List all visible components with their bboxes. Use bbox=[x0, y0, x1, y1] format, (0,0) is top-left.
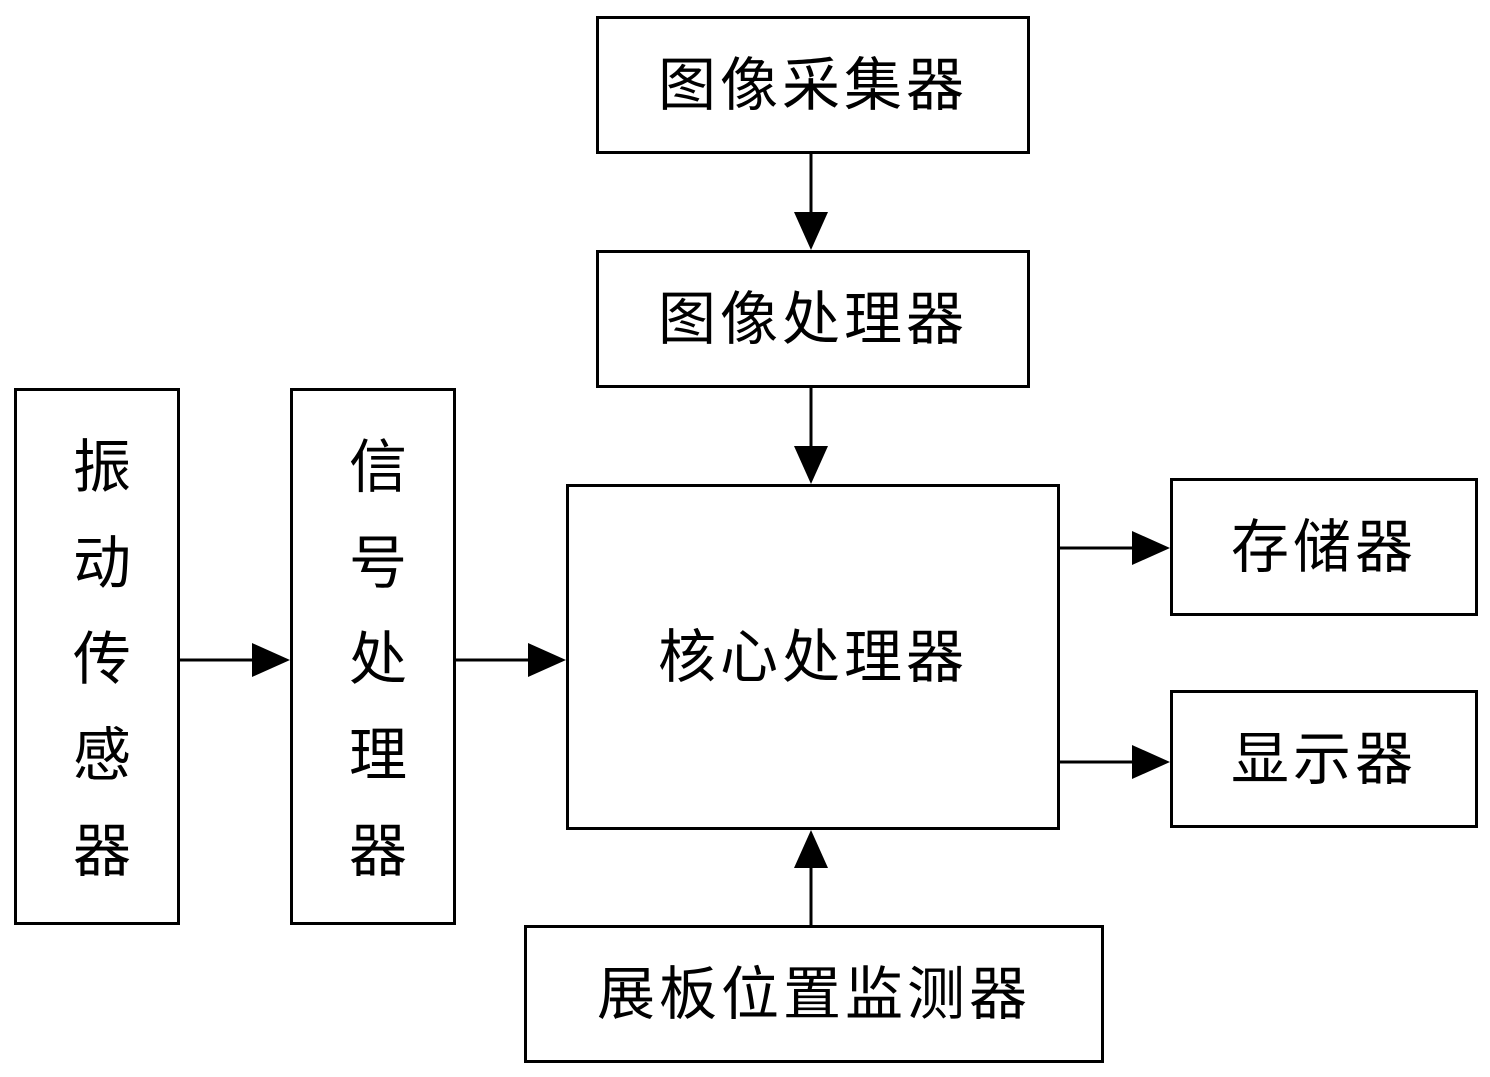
image-processor-box: 图像处理器 bbox=[596, 250, 1030, 388]
image-collector-box: 图像采集器 bbox=[596, 16, 1030, 154]
arrow-collector-to-image-processor bbox=[794, 154, 828, 250]
vibration-sensor-label: 振动传感器 bbox=[63, 435, 131, 916]
core-processor-box: 核心处理器 bbox=[566, 484, 1060, 830]
signal-processor-label: 信号处理器 bbox=[339, 435, 407, 916]
arrow-signal-to-core bbox=[456, 643, 566, 677]
board-position-monitor-box: 展板位置监测器 bbox=[524, 925, 1104, 1063]
memory-box: 存储器 bbox=[1170, 478, 1478, 616]
display-label: 显示器 bbox=[1230, 725, 1417, 793]
vibration-sensor-box: 振动传感器 bbox=[14, 388, 180, 925]
arrow-core-to-memory bbox=[1060, 531, 1170, 565]
display-box: 显示器 bbox=[1170, 690, 1478, 828]
arrow-core-to-display bbox=[1060, 745, 1170, 779]
signal-processor-box: 信号处理器 bbox=[290, 388, 456, 925]
arrow-image-processor-to-core bbox=[794, 388, 828, 484]
core-processor-label: 核心处理器 bbox=[657, 623, 968, 691]
memory-label: 存储器 bbox=[1230, 513, 1417, 581]
image-collector-label: 图像采集器 bbox=[657, 51, 968, 119]
arrow-vibration-to-signal bbox=[180, 643, 290, 677]
arrow-monitor-to-core bbox=[794, 830, 828, 925]
board-position-monitor-label: 展板位置监测器 bbox=[596, 960, 1031, 1028]
image-processor-label: 图像处理器 bbox=[657, 285, 968, 353]
